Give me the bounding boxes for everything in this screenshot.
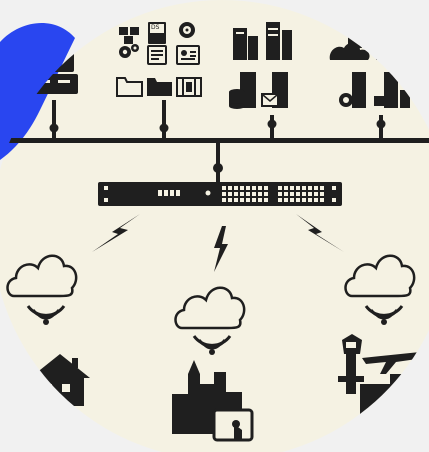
switch-port — [228, 198, 232, 202]
switch-port — [290, 192, 294, 196]
document-icon — [148, 22, 166, 44]
bus-node-left — [50, 124, 59, 133]
bus-node-right — [377, 120, 386, 129]
switch-port — [290, 198, 294, 202]
switch-port — [234, 198, 238, 202]
switch-port — [252, 198, 256, 202]
switch-port — [240, 198, 244, 202]
switch-port — [240, 186, 244, 190]
switch-node — [213, 163, 223, 173]
switch-port — [314, 198, 318, 202]
switch-port — [264, 198, 268, 202]
switch-port — [222, 186, 226, 190]
switch-port — [222, 192, 226, 196]
switch-port — [278, 198, 282, 202]
switch-port — [258, 186, 262, 190]
switch-port — [302, 186, 306, 190]
switch-port — [290, 186, 294, 190]
switch-port — [302, 198, 306, 202]
rack-server-icon — [376, 24, 402, 60]
switch-port — [246, 198, 250, 202]
switch-port — [246, 186, 250, 190]
switch-port — [252, 192, 256, 196]
switch-port — [320, 198, 324, 202]
switch-port — [234, 186, 238, 190]
switch-port — [258, 192, 262, 196]
switch-port — [278, 186, 282, 190]
switch-port — [284, 198, 288, 202]
switch-port — [302, 192, 306, 196]
switch-port — [320, 186, 324, 190]
switch-port — [314, 186, 318, 190]
switch-port — [264, 186, 268, 190]
bus-drop-left — [52, 100, 56, 140]
switch-port — [284, 186, 288, 190]
dvd-icon — [179, 22, 195, 38]
tablet-touch-icon — [214, 410, 252, 440]
switch-port — [246, 192, 250, 196]
switch-port — [296, 186, 300, 190]
bus-to-switch-line — [216, 142, 220, 182]
network-switch-icon — [98, 182, 342, 206]
switch-port — [228, 186, 232, 190]
switch-port — [240, 192, 244, 196]
switch-port — [284, 192, 288, 196]
bus-node-center-left — [160, 124, 169, 133]
switch-port — [234, 192, 238, 196]
switch-port — [296, 198, 300, 202]
bus-node-center-right — [268, 120, 277, 129]
switch-port — [258, 198, 262, 202]
switch-port — [308, 192, 312, 196]
switch-port — [308, 198, 312, 202]
switch-port — [264, 192, 268, 196]
switch-port — [314, 192, 318, 196]
switch-port — [308, 186, 312, 190]
switch-port — [320, 192, 324, 196]
backbone-bus-line — [0, 138, 429, 143]
switch-port — [222, 198, 226, 202]
bus-drop-center-left — [162, 100, 166, 140]
switch-port — [278, 192, 282, 196]
switch-port — [252, 186, 256, 190]
switch-port — [296, 192, 300, 196]
switch-port — [228, 192, 232, 196]
